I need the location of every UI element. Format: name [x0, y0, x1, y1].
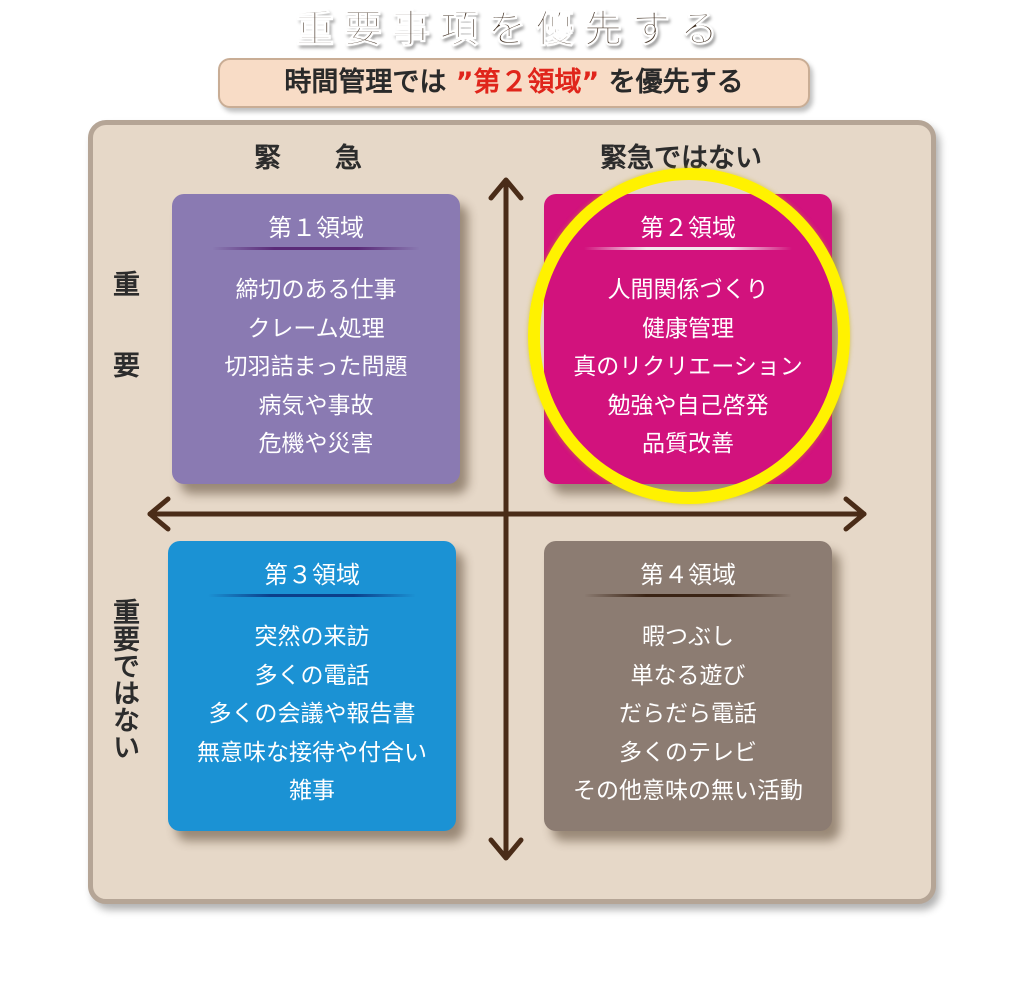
list-item: 無意味な接待や付合い — [197, 739, 427, 766]
quadrant-title: 第４領域 — [640, 561, 736, 589]
arrow-down-icon — [488, 837, 524, 861]
list-item: 締切のある仕事 — [235, 277, 397, 303]
list-item: 突然の来訪 — [254, 624, 370, 650]
list-item: 病気や事故 — [258, 392, 374, 419]
subtitle-highlight: ”第２領域” — [455, 67, 600, 98]
quadrant-item-list: 締切のある仕事 クレーム処理 切羽詰まった問題 病気や事故 危機や災害 — [152, 271, 480, 464]
list-item: 雑事 — [289, 778, 335, 804]
subtitle-suffix: を優先する — [599, 67, 744, 98]
list-item: 多くのテレビ — [619, 739, 757, 766]
quadrant-2: 第２領域 人間関係づくり 健康管理 真のリクリエーション 勉強や自己啓発 品質改… — [544, 194, 832, 484]
list-item: 切羽詰まった問題 — [224, 354, 408, 380]
quadrant-4: 第４領域 暇つぶし 単なる遊び だらだら電話 多くのテレビ その他意味の無い活動 — [544, 541, 832, 831]
list-item: 健康管理 — [642, 315, 734, 342]
list-item: 暇つぶし — [642, 624, 734, 650]
axis-label-not-important: 重要ではない — [108, 598, 139, 760]
list-item: 多くの電話 — [254, 662, 370, 689]
quadrant-title: 第２領域 — [640, 214, 736, 242]
quadrant-divider — [208, 594, 416, 597]
quadrant-item-list: 暇つぶし 単なる遊び だらだら電話 多くのテレビ その他意味の無い活動 — [524, 618, 852, 811]
quadrant-divider — [584, 247, 792, 250]
list-item: 多くの会議や報告書 — [208, 701, 416, 727]
arrow-up-icon — [488, 177, 524, 201]
list-item: 人間関係づくり — [607, 277, 769, 303]
quadrant-title: 第３領域 — [264, 561, 360, 589]
quadrant-divider — [584, 594, 792, 597]
page-title: 重要事項を優先する — [295, 7, 728, 52]
quadrant-3: 第３領域 突然の来訪 多くの電話 多くの会議や報告書 無意味な接待や付合い 雑事 — [168, 541, 456, 831]
arrow-left-icon — [147, 496, 171, 532]
axis-label-urgent: 緊 急 — [254, 143, 362, 174]
list-item: 単なる遊び — [630, 662, 746, 689]
quadrant-divider — [212, 247, 420, 250]
list-item: 真のリクリエーション — [573, 354, 803, 380]
list-item: クレーム処理 — [247, 315, 385, 342]
quadrant-1: 第１領域 締切のある仕事 クレーム処理 切羽詰まった問題 病気や事故 危機や災害 — [172, 194, 460, 484]
list-item: 勉強や自己啓発 — [607, 392, 769, 419]
quadrant-title: 第１領域 — [268, 214, 364, 242]
list-item: 品質改善 — [642, 431, 734, 457]
list-item: その他意味の無い活動 — [573, 778, 803, 804]
quadrant-item-list: 人間関係づくり 健康管理 真のリクリエーション 勉強や自己啓発 品質改善 — [524, 271, 852, 464]
quadrant-item-list: 突然の来訪 多くの電話 多くの会議や報告書 無意味な接待や付合い 雑事 — [148, 618, 476, 811]
axis-label-important: 重 要 — [108, 270, 139, 378]
arrow-right-icon — [843, 496, 867, 532]
subtitle-banner: 時間管理では ”第２領域” を優先する — [218, 58, 810, 108]
list-item: 危機や災害 — [258, 431, 374, 457]
subtitle-prefix: 時間管理では — [284, 67, 456, 98]
list-item: だらだら電話 — [619, 701, 757, 727]
